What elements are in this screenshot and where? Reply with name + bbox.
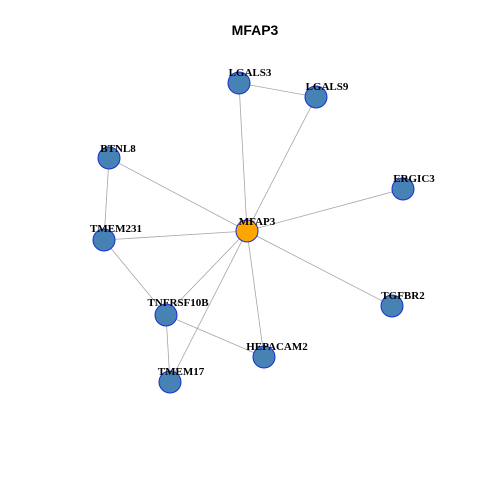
node-label-mfap3: MFAP3 xyxy=(239,216,276,228)
node-label-hepacam2: HEPACAM2 xyxy=(246,341,308,353)
node-ergic3 xyxy=(391,177,415,201)
edge-lgals3-lgals9 xyxy=(238,82,317,98)
node-label-ergic3: ERGIC3 xyxy=(393,173,435,185)
label-layer: MFAP3 LGALS3LGALS9BTNL8ERGIC3TMEM231TNFRS… xyxy=(90,67,435,378)
edge-mfap3-hepacam2 xyxy=(246,230,265,358)
edge-lgals9-mfap3 xyxy=(246,96,317,232)
node-tmem17 xyxy=(158,370,182,394)
node-tgfbr2 xyxy=(380,294,404,318)
node-label-tmem231: TMEM231 xyxy=(90,223,142,235)
edge-tmem231-mfap3 xyxy=(103,230,248,241)
node-label-btnl8: BTNL8 xyxy=(100,143,136,155)
diagram-title: MFAP3 xyxy=(232,22,279,38)
edge-ergic3-mfap3 xyxy=(246,188,404,232)
edge-lgals3-mfap3 xyxy=(238,82,248,232)
node-lgals9 xyxy=(304,85,328,109)
node-label-lgals9: LGALS9 xyxy=(306,81,349,93)
edge-tnfrsf10b-hepacam2 xyxy=(165,314,265,358)
edge-btnl8-tmem231 xyxy=(103,157,110,241)
node-hepacam2 xyxy=(252,345,276,369)
node-label-lgals3: LGALS3 xyxy=(229,67,272,79)
edge-mfap3-tmem17 xyxy=(169,230,248,383)
node-lgals3 xyxy=(227,71,251,95)
edge-btnl8-mfap3 xyxy=(108,157,248,232)
node-label-tmem17: TMEM17 xyxy=(158,366,205,378)
node-btnl8 xyxy=(97,146,121,170)
edge-tnfrsf10b-mfap3 xyxy=(165,230,248,316)
node-mfap3 xyxy=(235,219,259,243)
node-layer xyxy=(92,71,415,394)
node-label-tgfbr2: TGFBR2 xyxy=(381,290,425,302)
node-tmem231 xyxy=(92,228,116,252)
edge-mfap3-tgfbr2 xyxy=(246,230,393,307)
node-label-tnfrsf10b: TNFRSF10B xyxy=(147,297,209,309)
edge-tmem231-tnfrsf10b xyxy=(103,239,167,316)
node-tnfrsf10b xyxy=(154,303,178,327)
